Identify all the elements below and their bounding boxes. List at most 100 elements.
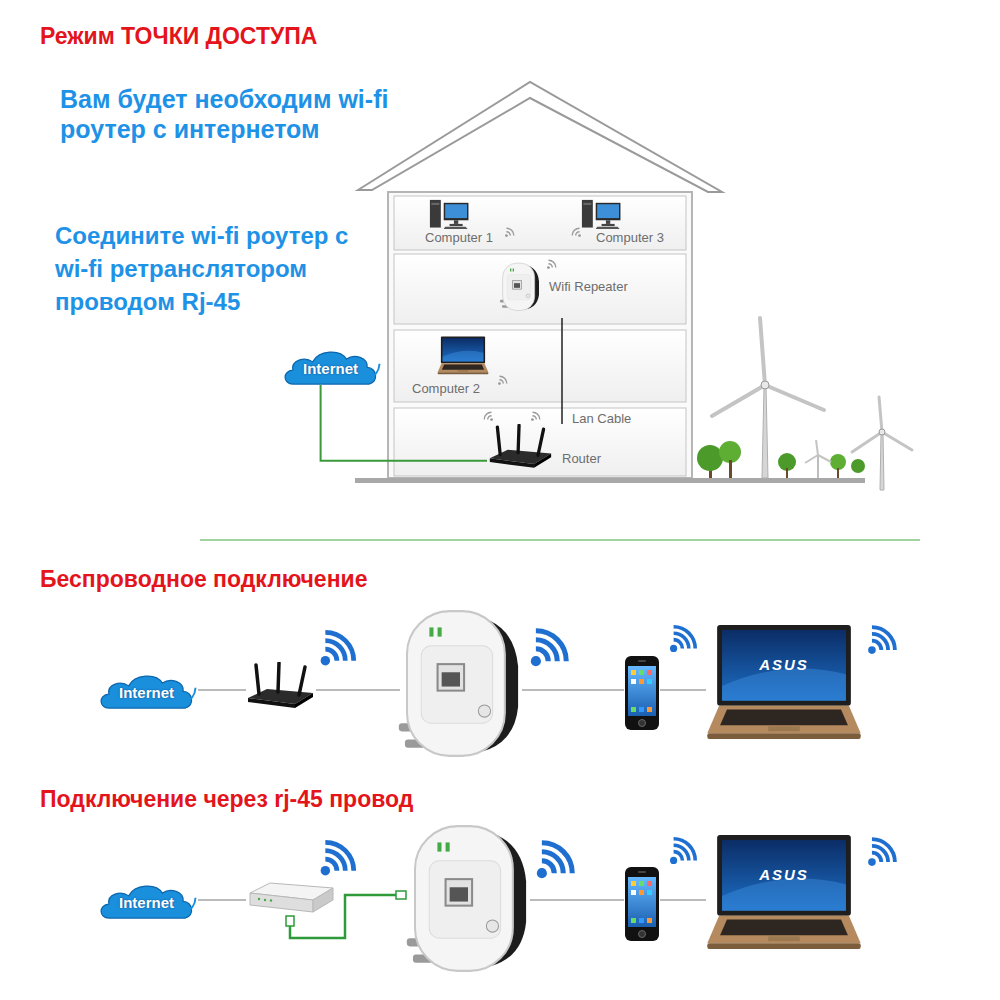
wind-turbine [712, 318, 824, 478]
cloud-text: Internet [119, 685, 174, 701]
turbine-pole [762, 386, 768, 478]
trees [697, 441, 865, 478]
desktop-computer [582, 200, 621, 229]
wifi-waves [572, 228, 581, 237]
device-label: Computer 1 [425, 230, 493, 246]
device-label: Computer 2 [412, 381, 480, 397]
turbine-blade [712, 385, 765, 416]
wifi-signal [321, 842, 354, 875]
instruction-text: Соедините wi-fi роутер с wi-fi ретрансля… [55, 219, 380, 318]
laptop [707, 625, 860, 739]
section-heading: Подключение через rj-45 провод [40, 785, 413, 813]
cloud-outline [101, 886, 192, 918]
wifi-signal [868, 627, 895, 654]
turbine-blade [816, 440, 818, 455]
house-floor [394, 330, 686, 402]
wifi-repeater [407, 826, 526, 971]
wifi-signal [537, 843, 572, 878]
internet-cloud: Internet [97, 672, 196, 709]
router-device: Router [487, 424, 601, 470]
device-label: Computer 3 [596, 230, 664, 246]
cloud-text: Internet [119, 895, 174, 911]
page-title: Режим ТОЧКИ ДОСТУПА [40, 22, 317, 50]
turbine-blade [765, 385, 824, 410]
wifi-signal [531, 631, 566, 666]
tree-crown [851, 459, 865, 473]
tree-crown [719, 441, 741, 463]
connector [321, 385, 487, 461]
ground-line [355, 478, 865, 483]
wifi-repeater [399, 611, 518, 756]
wifi-signal [670, 839, 695, 864]
smartphone [625, 867, 659, 941]
cloud-swoosh [184, 898, 195, 912]
wifi-signal [670, 627, 695, 652]
wireless-chain [198, 611, 895, 756]
wind-turbine [805, 440, 831, 478]
smartphone [625, 656, 659, 730]
device-picture [490, 425, 551, 467]
cloud-text: Internet [303, 361, 358, 377]
router-device [248, 663, 313, 708]
connector [561, 318, 563, 424]
link-line [198, 690, 246, 691]
tree-trunk [729, 460, 732, 478]
link-line [530, 900, 624, 901]
rj45-plug [286, 916, 294, 926]
turbine-pole [817, 456, 819, 478]
cloud-swoosh [184, 688, 195, 702]
turbine-blade [852, 432, 882, 452]
turbine-pole [880, 433, 884, 490]
device-icon [500, 256, 540, 318]
wifi-waves [484, 412, 493, 421]
tree-trunk [837, 468, 839, 478]
turbine-blade [879, 397, 882, 432]
link-line [522, 690, 624, 691]
rj45-plug [396, 891, 406, 899]
internet-cloud: Internet [281, 348, 380, 385]
turbine-hub [879, 429, 885, 435]
wifi-waves [531, 412, 540, 421]
wifi-waves [498, 376, 507, 385]
screen-logo: ASUS [734, 656, 834, 674]
section-heading: Беспроводное подключение [40, 565, 367, 593]
tree-crown [697, 445, 723, 471]
link-line [316, 690, 400, 691]
wired-chain [198, 826, 895, 971]
screen-logo: ASUS [734, 866, 834, 884]
laptop [707, 835, 860, 949]
wifi-waves [505, 228, 514, 237]
house-roof [358, 82, 722, 192]
wifi-signal [321, 632, 354, 665]
house-floor [394, 254, 686, 324]
cloud-outline [101, 676, 192, 708]
turbine-blade [760, 318, 765, 385]
cloud-swoosh [368, 364, 379, 378]
wifi-waves [547, 260, 556, 269]
turbine-blade [818, 455, 831, 462]
turbine-blade [805, 455, 818, 463]
turbine-hub [761, 381, 769, 389]
cable-label: Lan Cable [572, 411, 631, 427]
tree-trunk [786, 468, 788, 478]
device-picture [500, 263, 539, 310]
laptop-computer [438, 337, 489, 375]
turbine-blade [882, 432, 912, 450]
section-divider [200, 539, 920, 541]
instruction-text: Вам будет необходим wi-fi роутер с интер… [60, 84, 426, 144]
wind-turbine [852, 397, 912, 490]
link-line [198, 900, 246, 901]
internet-cloud: Internet [97, 882, 196, 919]
modem-device [250, 883, 333, 912]
house-wall [388, 192, 692, 478]
tree-crown [830, 454, 846, 470]
desktop-computer [430, 200, 469, 229]
device-icon [487, 424, 553, 470]
rj45-cable [290, 895, 400, 938]
link-line [660, 900, 706, 901]
wifi-signal [868, 839, 895, 866]
house-floor [394, 408, 686, 476]
